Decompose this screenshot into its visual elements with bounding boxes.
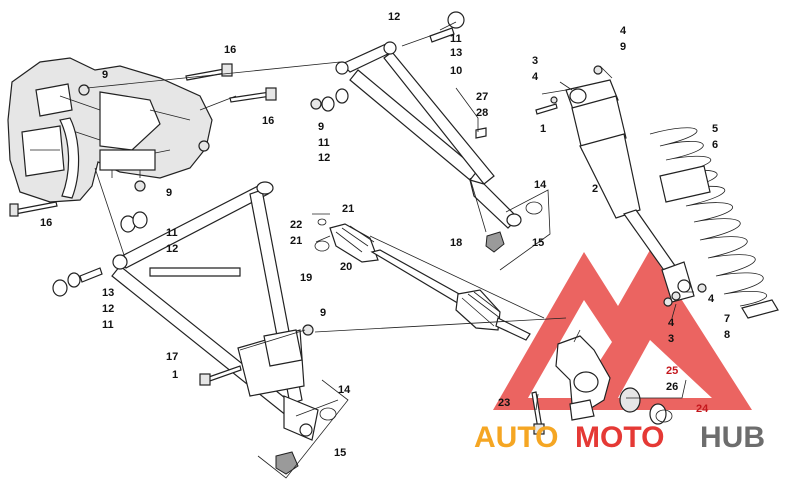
- callout-12-upper-arm: 12: [318, 152, 330, 164]
- watermark-auto: AUTO: [474, 421, 558, 454]
- callout-2: 2: [592, 183, 598, 195]
- leader-lines: [86, 21, 694, 479]
- upper-a-arm: [335, 41, 522, 253]
- bolts: [9, 63, 558, 435]
- callout-11-lower: 11: [102, 319, 114, 331]
- callout-12-top: 12: [388, 11, 400, 23]
- callout-11-upper-arm: 11: [318, 137, 330, 149]
- callout-13-lower: 13: [102, 287, 114, 299]
- callout-28: 28: [476, 107, 488, 119]
- callout-13-top: 13: [450, 47, 462, 59]
- callout-14-lower: 14: [338, 384, 351, 396]
- callout-20: 20: [340, 261, 352, 273]
- callout-4-mid: 4: [532, 71, 539, 83]
- steering-knuckle: [555, 335, 667, 425]
- callout-8: 8: [724, 329, 730, 341]
- callout-5: 5: [712, 123, 718, 135]
- callout-4-right: 4: [708, 293, 715, 305]
- watermark-triangle-icon: [493, 250, 752, 410]
- lower-a-arm: [111, 181, 319, 475]
- coil-spring: [649, 127, 779, 319]
- hardware: [52, 11, 707, 423]
- callout-14-upper: 14: [534, 179, 547, 191]
- callout-19: 19: [300, 272, 312, 284]
- callout-10: 10: [450, 65, 462, 77]
- watermark-logo: [493, 250, 752, 410]
- callout-23: 23: [498, 397, 510, 409]
- callout-18: 18: [450, 237, 462, 249]
- drive-axle: [329, 223, 531, 341]
- callout-3-top: 3: [532, 55, 538, 67]
- callout-11-frame: 11: [166, 227, 178, 239]
- callout-12-frame: 12: [166, 243, 178, 255]
- callout-4-top: 4: [620, 25, 627, 37]
- callout-7: 7: [724, 313, 730, 325]
- callout-3-low: 3: [668, 333, 674, 345]
- callout-1-lower: 1: [172, 369, 178, 381]
- callout-labels: 12 11 13 10 27 28 9 11 12 16 16 16 9 9 1…: [40, 11, 730, 459]
- callout-16-left: 16: [40, 217, 52, 229]
- watermark-moto: MOTO: [575, 421, 664, 454]
- callout-16-top: 16: [224, 44, 236, 56]
- watermark-wordmark: AUTO MOTO HUB: [474, 421, 765, 454]
- shock-absorber: [565, 79, 695, 303]
- callout-16-mid: 16: [262, 115, 274, 127]
- callout-11-top: 11: [450, 33, 462, 45]
- callout-22: 22: [290, 219, 302, 231]
- callout-21-bottom: 21: [290, 235, 302, 247]
- callout-12-lower: 12: [102, 303, 114, 315]
- callout-24: 24: [696, 403, 709, 415]
- callout-9-top-right: 9: [620, 41, 626, 53]
- callout-27: 27: [476, 91, 488, 103]
- callout-9-frame-top: 9: [102, 69, 108, 81]
- callout-1-top: 1: [540, 123, 546, 135]
- engine-frame-block: [7, 57, 213, 203]
- callout-4-low: 4: [668, 317, 675, 329]
- callout-26: 26: [666, 381, 678, 393]
- callout-15-upper: 15: [532, 237, 544, 249]
- callout-9-upper-arm: 9: [318, 121, 324, 133]
- callout-6: 6: [712, 139, 718, 151]
- callout-25: 25: [666, 365, 678, 377]
- callout-9-frame-bottom: 9: [166, 187, 172, 199]
- watermark-hub: HUB: [700, 421, 765, 454]
- callout-21-top: 21: [342, 203, 354, 215]
- callout-15-lower: 15: [334, 447, 346, 459]
- callout-17: 17: [166, 351, 178, 363]
- callout-9-lower: 9: [320, 307, 326, 319]
